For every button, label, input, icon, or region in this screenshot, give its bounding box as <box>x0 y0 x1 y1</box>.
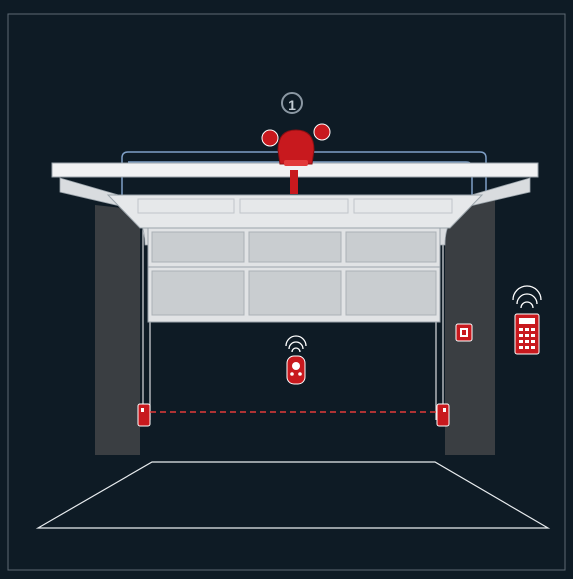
outer-frame <box>7 13 566 571</box>
door-top-panel-windows <box>137 198 453 214</box>
remote-control-icon <box>285 335 307 385</box>
opener-rail <box>290 170 298 194</box>
callout-marker: 1 <box>281 92 303 114</box>
door-windows <box>151 231 437 316</box>
floor-outline <box>35 461 551 529</box>
sensor-icon <box>137 403 151 427</box>
keypad-icon <box>512 285 542 355</box>
wall-switch-icon <box>455 323 473 342</box>
sensor-icon <box>436 403 450 427</box>
garage-opener-icon <box>261 123 331 166</box>
door-top-panel <box>106 194 484 229</box>
left-wall <box>95 205 140 455</box>
